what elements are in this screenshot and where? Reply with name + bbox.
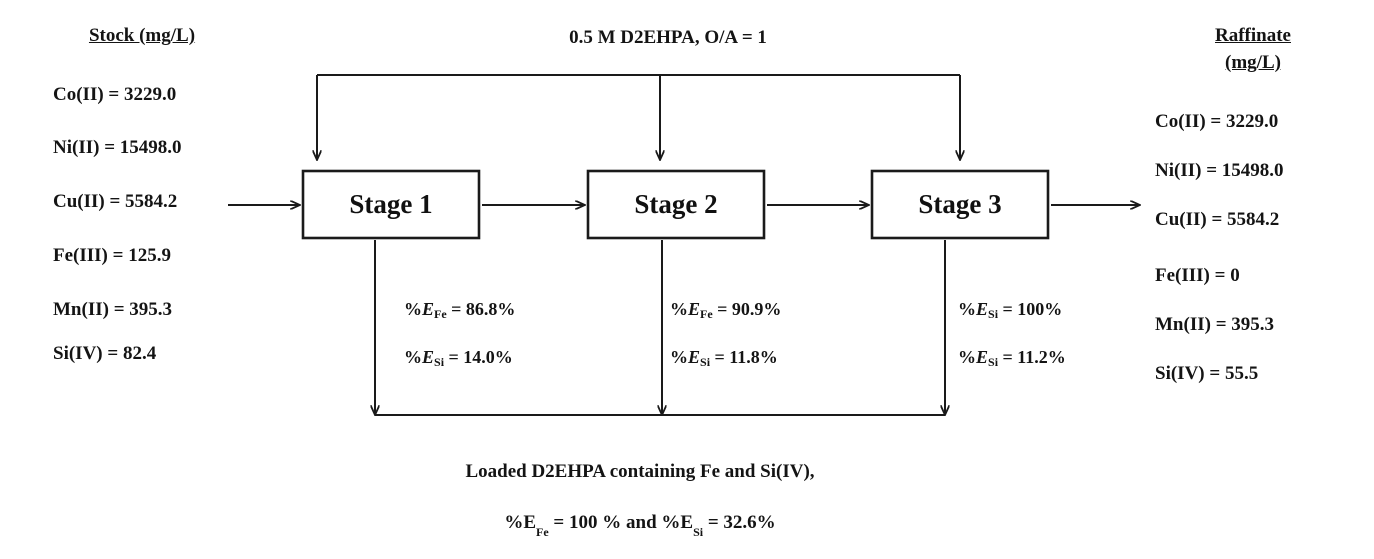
overall-eff-tail: = 32.6% <box>703 512 776 533</box>
stage-3-eff-1-value: = 100% <box>998 299 1063 319</box>
stock-item-cu: Cu(II) = 5584.2 <box>53 191 178 212</box>
stage-2-eff-fe-prefix: % <box>670 299 688 319</box>
stock-item-co: Co(II) = 3229.0 <box>53 84 177 105</box>
raffinate-item-ni: Ni(II) = 15498.0 <box>1155 160 1284 181</box>
stage-2-eff-si-prefix: % <box>670 347 688 367</box>
raffinate-item-cu: Cu(II) = 5584.2 <box>1155 209 1280 230</box>
stage-2-efficiency-si: %ESi = 11.8% <box>670 347 778 369</box>
raffinate-heading-line2: (mg/L) <box>1225 52 1281 73</box>
overall-eff-symbol-1: E <box>523 512 537 533</box>
stock-item-ni: Ni(II) = 15498.0 <box>53 137 182 158</box>
overall-eff-subscript-fe: Fe <box>536 524 549 539</box>
stock-item-fe: Fe(III) = 125.9 <box>53 245 171 266</box>
stage-box-1 <box>301 169 481 240</box>
stage-3-efficiency-line2: %ESi = 11.2% <box>958 347 1066 369</box>
stage-3-eff-2-subscript: Si <box>988 355 999 369</box>
stage-1-label: Stage 1 <box>349 189 433 219</box>
stage-3-label: Stage 3 <box>918 189 1002 219</box>
stage-2-eff-si-subscript: Si <box>700 355 711 369</box>
stage-3-eff-1-symbol: E <box>976 299 989 319</box>
stage-1-efficiency-fe: %EFe = 86.8% <box>404 299 516 321</box>
stage-3-eff-1-prefix: % <box>958 299 976 319</box>
stage-2-eff-fe-subscript: Fe <box>700 307 713 321</box>
raffinate-item-co: Co(II) = 3229.0 <box>1155 111 1279 132</box>
stage-2-box[interactable]: Stage 2 <box>588 171 764 238</box>
stock-item-mn: Mn(II) = 395.3 <box>53 299 173 320</box>
stage-1-eff-si-value: = 14.0% <box>444 347 513 367</box>
stage-1-eff-fe-symbol: E <box>422 299 435 319</box>
raffinate-item-fe: Fe(III) = 0 <box>1155 265 1240 286</box>
raffinate-item-mn: Mn(II) = 395.3 <box>1155 314 1275 335</box>
stage-1-efficiency-si: %ESi = 14.0% <box>404 347 513 369</box>
stage-box-2 <box>586 169 766 240</box>
stage-3-efficiency-line1: %ESi = 100% <box>958 299 1063 321</box>
stage-3-eff-2-symbol: E <box>976 347 989 367</box>
stock-heading: Stock (mg/L) <box>88 25 196 46</box>
stage-1-eff-fe-prefix: % <box>404 299 422 319</box>
stage-2-efficiency-fe: %EFe = 90.9% <box>670 299 782 321</box>
stage-2-eff-si-value: = 11.8% <box>710 347 778 367</box>
stage-box-3 <box>870 169 1050 240</box>
loaded-organic-label: Loaded D2EHPA containing Fe and Si(IV), <box>465 461 815 482</box>
stage-2-label: Stage 2 <box>634 189 718 219</box>
stage-1-eff-si-symbol: E <box>422 347 435 367</box>
overall-eff-middle: = 100 % and % <box>548 512 681 533</box>
stage-3-eff-2-value: = 11.2% <box>998 347 1066 367</box>
stage-1-eff-fe-value: = 86.8% <box>446 299 516 319</box>
overall-eff-subscript-si: Si <box>693 524 704 539</box>
raffinate-heading-line1: Raffinate <box>1215 25 1291 46</box>
stage-1-eff-si-subscript: Si <box>434 355 445 369</box>
stock-item-si: Si(IV) = 82.4 <box>53 343 157 364</box>
stage-3-box[interactable]: Stage 3 <box>872 171 1048 238</box>
feed-condition-label: 0.5 M D2EHPA, O/A = 1 <box>569 27 767 48</box>
stage-1-eff-fe-subscript: Fe <box>434 307 447 321</box>
overall-eff-symbol-2: E <box>680 512 694 533</box>
stage-2-eff-si-symbol: E <box>688 347 701 367</box>
raffinate-item-si: Si(IV) = 55.5 <box>1155 363 1259 384</box>
stage-1-eff-si-prefix: % <box>404 347 422 367</box>
stage-2-eff-fe-symbol: E <box>688 299 701 319</box>
overall-eff-prefix-1: % <box>504 512 524 533</box>
overall-efficiency-label: %EFe = 100 % and %ESi = 32.6% <box>504 512 776 538</box>
stage-3-eff-2-prefix: % <box>958 347 976 367</box>
stage-3-eff-1-subscript: Si <box>988 307 999 321</box>
stage-1-box[interactable]: Stage 1 <box>303 171 479 238</box>
stage-2-eff-fe-value: = 90.9% <box>712 299 782 319</box>
